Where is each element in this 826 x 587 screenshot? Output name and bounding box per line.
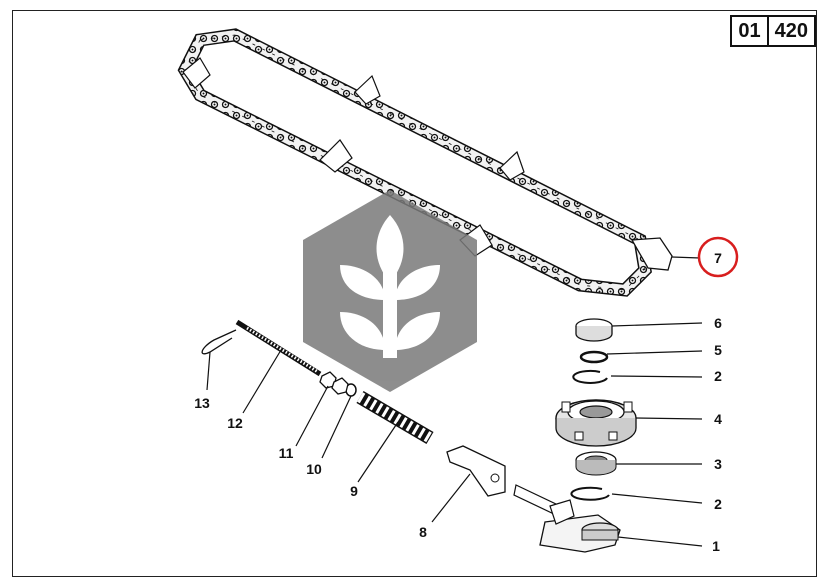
callout-2-lower: 2 <box>714 496 722 512</box>
split-pin <box>201 329 237 355</box>
page-number: 420 <box>766 17 814 45</box>
leader-lines <box>206 256 703 547</box>
callout-3: 3 <box>714 456 722 472</box>
callout-1: 1 <box>712 538 720 554</box>
callout-13: 13 <box>194 395 210 411</box>
callout-12: 12 <box>227 415 243 431</box>
wheat-watermark-icon <box>303 190 477 392</box>
tension-spring <box>356 390 434 445</box>
tensioner-bracket <box>446 445 575 525</box>
callout-6: 6 <box>714 315 722 331</box>
callout-5: 5 <box>714 342 722 358</box>
callout-9: 9 <box>350 483 358 499</box>
callout-2-upper: 2 <box>714 368 722 384</box>
callout-10: 10 <box>306 461 322 477</box>
highlight-circle <box>697 236 739 278</box>
section-number: 01 <box>738 20 761 42</box>
callout-7: 7 <box>714 250 722 266</box>
page-code-box: 01 420 <box>730 15 816 47</box>
callout-8: 8 <box>419 524 427 540</box>
threaded-rod <box>235 319 322 377</box>
sprocket-stack <box>539 318 637 553</box>
nuts <box>319 371 349 395</box>
callout-4: 4 <box>714 411 722 427</box>
callout-11: 11 <box>279 445 294 461</box>
